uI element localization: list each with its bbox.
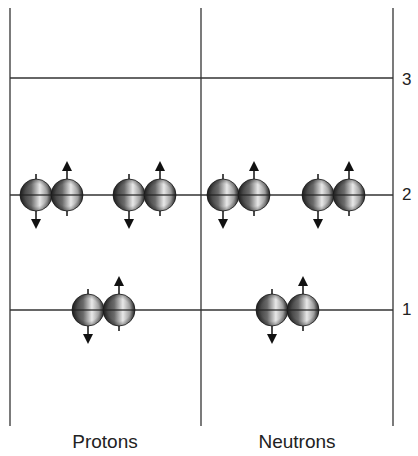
spin-stem xyxy=(302,286,304,294)
spin-stem xyxy=(222,211,224,219)
nucleons xyxy=(20,161,365,344)
nucleon-shade xyxy=(144,179,176,211)
nucleon-ball xyxy=(20,179,52,211)
level-line xyxy=(10,309,393,310)
spin-stem xyxy=(253,171,255,179)
level-number: 1 xyxy=(402,301,411,320)
spin-stem xyxy=(317,211,319,219)
nucleon xyxy=(333,161,365,216)
spin-stem xyxy=(87,289,89,294)
nucleon xyxy=(302,174,334,229)
spin-stem xyxy=(271,326,273,334)
nucleon-ball xyxy=(238,179,270,211)
spin-arrowhead xyxy=(218,219,228,229)
spin-stem xyxy=(302,326,304,331)
level-line xyxy=(333,194,365,195)
spin-stem xyxy=(87,326,89,334)
spin-arrowhead xyxy=(249,161,259,171)
nucleon-shade xyxy=(256,294,288,326)
level-number: 3 xyxy=(402,71,411,90)
level-line xyxy=(207,194,239,195)
spin-arrowhead xyxy=(313,219,323,229)
spin-arrowhead xyxy=(83,334,93,344)
nucleon-shade xyxy=(333,179,365,211)
frame xyxy=(10,8,393,426)
level-line xyxy=(72,309,104,310)
nucleon-shade xyxy=(20,179,52,211)
spin-stem xyxy=(159,211,161,216)
level-line xyxy=(256,309,288,310)
spin-arrowhead xyxy=(124,219,134,229)
nucleon-shade xyxy=(51,179,83,211)
spin-stem xyxy=(348,171,350,179)
spin-stem xyxy=(128,174,130,179)
level-number: 2 xyxy=(402,186,411,205)
column-label: Neutrons xyxy=(258,432,335,453)
nucleon-shade xyxy=(302,179,334,211)
level-line xyxy=(302,194,334,195)
spin-stem xyxy=(118,286,120,294)
nucleon-ball xyxy=(103,294,135,326)
nucleon xyxy=(144,161,176,216)
spin-stem xyxy=(66,211,68,216)
spin-stem xyxy=(159,171,161,179)
nucleon xyxy=(20,174,52,229)
nucleon-ball xyxy=(72,294,104,326)
spin-stem xyxy=(35,174,37,179)
spin-arrowhead xyxy=(267,334,277,344)
nucleon-ball xyxy=(113,179,145,211)
nucleon-shade xyxy=(113,179,145,211)
spin-stem xyxy=(253,211,255,216)
level-line xyxy=(144,194,176,195)
spin-stem xyxy=(35,211,37,219)
nucleon-ball xyxy=(207,179,239,211)
nucleon-shade xyxy=(72,294,104,326)
nucleon xyxy=(113,174,145,229)
nucleon xyxy=(287,276,319,331)
level-line xyxy=(10,194,393,195)
nucleon xyxy=(51,161,83,216)
level-line xyxy=(103,309,135,310)
level-line xyxy=(10,77,393,78)
nucleon-ball xyxy=(144,179,176,211)
spin-stem xyxy=(66,171,68,179)
level-line xyxy=(113,194,145,195)
nucleon-ball xyxy=(51,179,83,211)
spin-stem xyxy=(271,289,273,294)
nucleon-ball xyxy=(333,179,365,211)
column-label: Protons xyxy=(72,432,137,453)
nucleon xyxy=(103,276,135,331)
nucleon xyxy=(238,161,270,216)
level-line xyxy=(238,194,270,195)
spin-stem xyxy=(128,211,130,219)
nucleon xyxy=(72,289,104,344)
spin-arrowhead xyxy=(31,219,41,229)
nucleon-shade xyxy=(238,179,270,211)
level-line xyxy=(51,194,83,195)
nucleon-shade xyxy=(287,294,319,326)
nucleon-shade xyxy=(103,294,135,326)
nucleon-ball xyxy=(287,294,319,326)
nucleon-ball xyxy=(302,179,334,211)
spin-arrowhead xyxy=(62,161,72,171)
spin-arrowhead xyxy=(114,276,124,286)
spin-arrowhead xyxy=(344,161,354,171)
spin-arrowhead xyxy=(155,161,165,171)
nucleon xyxy=(256,289,288,344)
nucleon xyxy=(207,174,239,229)
spin-stem xyxy=(222,174,224,179)
spin-stem xyxy=(348,211,350,216)
spin-stem xyxy=(118,326,120,331)
level-line xyxy=(287,309,319,310)
nucleon-ball xyxy=(256,294,288,326)
level-line xyxy=(20,194,52,195)
nucleon-shade xyxy=(207,179,239,211)
spin-arrowhead xyxy=(298,276,308,286)
spin-stem xyxy=(317,174,319,179)
